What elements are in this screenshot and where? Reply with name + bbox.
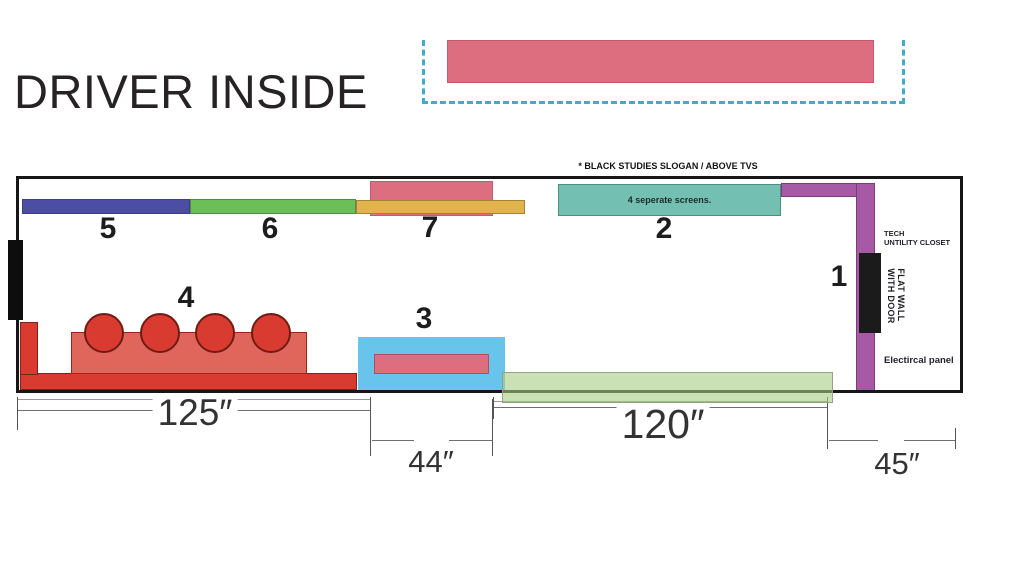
- tech-utility-closet-label: TECH UNTILITY CLOSET: [884, 229, 951, 247]
- zone-6-bar: [190, 199, 356, 214]
- dim-tick: [493, 397, 494, 419]
- zone-3-table-top: [374, 354, 489, 374]
- couch-base: [20, 373, 357, 390]
- dim-tick: [955, 428, 956, 449]
- dim-tick: [17, 397, 18, 430]
- dim-tick: [827, 397, 828, 449]
- dim-44-label: 44″: [408, 444, 454, 479]
- green-bench: [502, 372, 833, 403]
- zone-label-7: 7: [421, 211, 439, 244]
- zone-label-5: 5: [99, 212, 117, 245]
- dim-125-label: 125″: [152, 394, 238, 431]
- screens-label: 4 seperate screens.: [627, 195, 712, 205]
- page-title: DRIVER INSIDE: [14, 65, 368, 118]
- dim-tick: [370, 397, 371, 456]
- couch-seat: [251, 313, 291, 353]
- dim-tick: [492, 399, 493, 456]
- dim-45-line: [904, 440, 955, 441]
- zone-label-3: 3: [415, 302, 433, 335]
- zone-label-2: 2: [655, 212, 673, 245]
- zone-label-6: 6: [261, 212, 279, 245]
- slogan-banner-bar: [447, 40, 874, 83]
- left-door-marker: [8, 240, 23, 320]
- dim-45-line: [829, 440, 878, 441]
- couch-seat: [140, 313, 180, 353]
- dim-44-line: [372, 440, 414, 441]
- couch-seat: [84, 313, 124, 353]
- couch-left-arm: [20, 322, 38, 375]
- dim-120-label: 120″: [616, 404, 710, 445]
- zone-2-screens: 4 seperate screens.: [558, 184, 781, 216]
- zone-1-wall-top: [781, 183, 859, 197]
- zone-7-bar: [356, 200, 525, 214]
- couch-seat: [195, 313, 235, 353]
- electrical-panel-label: Electircal panel: [884, 355, 954, 366]
- dim-45-label: 45″: [874, 446, 920, 481]
- dashed-selection-frame: [422, 40, 905, 104]
- dim-44-line: [449, 440, 492, 441]
- slogan-note: * BLACK STUDIES SLOGAN / ABOVE TVS: [578, 161, 758, 171]
- flat-wall-door-marker: [859, 253, 881, 333]
- zone-label-4: 4: [177, 281, 195, 314]
- zone-label-1: 1: [830, 260, 848, 293]
- flat-wall-with-door-label: FLAT WALL WITH DOOR: [886, 268, 906, 324]
- zone-5-bar: [22, 199, 190, 214]
